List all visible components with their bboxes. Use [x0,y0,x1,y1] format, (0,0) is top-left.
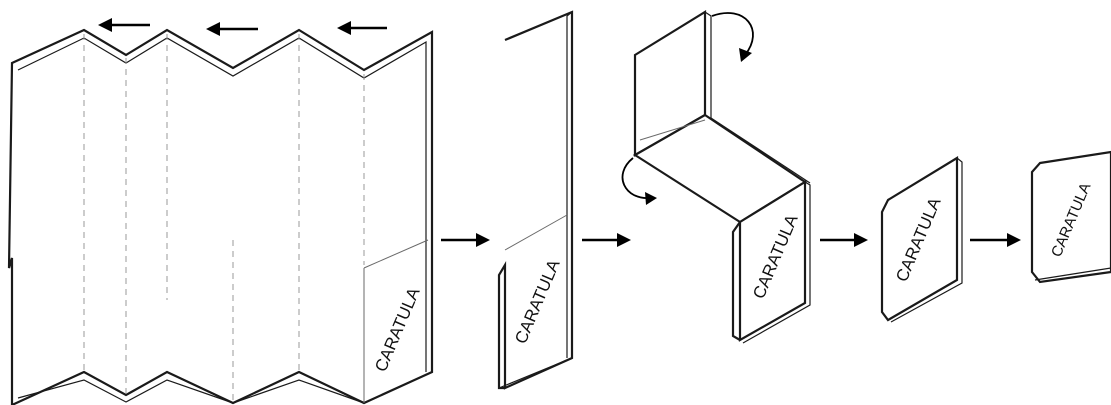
rotate-arrow-icon [711,12,754,62]
lower-cover-panel [738,180,807,342]
left-arrow-icon [206,22,258,36]
rotate-arrow-icon [621,157,657,205]
left-arrow-icon [98,18,150,32]
right-arrow-icon [970,233,1021,247]
finished-booklet-cover: CARATULA [1030,150,1111,284]
finished-booklet-outline [1030,150,1111,284]
folded-vertical-strip: CARATULA [497,10,574,390]
folded-booklet: CARATULA [880,156,963,323]
right-arrow-icon [582,233,631,247]
accordion-sheet-outline [7,28,434,405]
strip-outline [497,10,574,390]
right-arrow-icon [441,233,490,247]
z-fold-in-progress: CARATULA [621,10,811,344]
left-arrow-icon [337,21,387,35]
unfolded-accordion-sheet: CARATULA [7,18,434,405]
right-arrow-icon [820,233,868,247]
